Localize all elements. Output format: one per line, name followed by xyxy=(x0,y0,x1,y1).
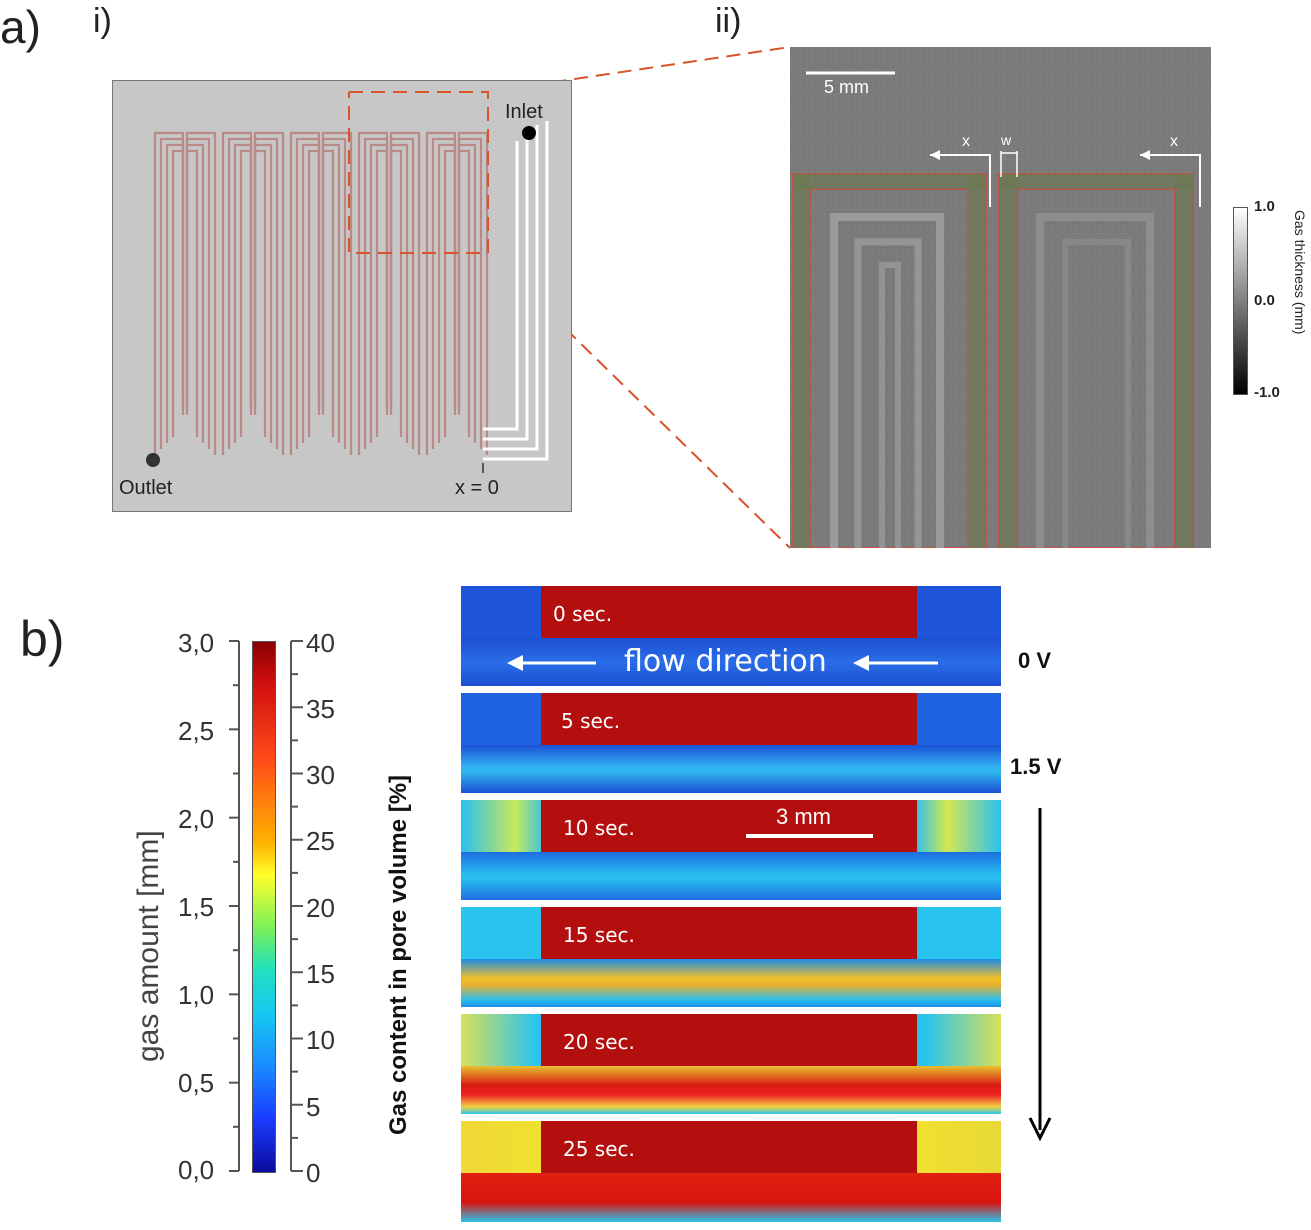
panel-a-ii-label: ii) xyxy=(715,2,742,40)
frame-25s-label: 25 sec. xyxy=(563,1137,635,1161)
right-tick-40: 40 xyxy=(306,628,335,658)
cb-tick-0: 0.0 xyxy=(1254,292,1275,309)
inlet-label: Inlet xyxy=(505,101,543,123)
right-tick-25: 25 xyxy=(306,826,335,856)
voltage-0v-label: 0 V xyxy=(1018,648,1052,673)
gas-thickness-colorbar xyxy=(1233,207,1248,395)
x-arrow-label-left: x xyxy=(962,133,970,150)
outlet-label: Outlet xyxy=(119,477,173,499)
right-tick-20: 20 xyxy=(306,893,335,923)
flow-direction-label: flow direction xyxy=(624,644,827,679)
scale-bar-3mm xyxy=(746,834,873,838)
right-tick-0: 0 xyxy=(306,1158,321,1188)
x-arrow-label-right: x xyxy=(1170,133,1178,150)
frame-5s-label: 5 sec. xyxy=(561,709,621,733)
flow-arrows xyxy=(507,655,938,671)
gas-amount-axis-label: gas amount [mm] xyxy=(132,830,165,1062)
left-tick-1-0: 1,0 xyxy=(178,980,215,1010)
frame-25s: 25 sec. xyxy=(461,1121,1001,1222)
time-arrow xyxy=(1028,808,1052,1142)
left-tick-3-0: 3,0 xyxy=(178,628,215,658)
gas-amount-colorbar xyxy=(252,641,276,1173)
cb-tick-m1: -1.0 xyxy=(1254,384,1280,401)
x0-label: x = 0 xyxy=(455,477,499,499)
frame-10s: 10 sec. xyxy=(461,800,1001,900)
panel-a-i-label: i) xyxy=(93,2,112,40)
scale-3mm-label: 3 mm xyxy=(776,804,831,829)
cb-tick-1: 1.0 xyxy=(1254,198,1275,215)
frame-15s: 15 sec. xyxy=(461,907,1001,1007)
right-tick-15: 15 xyxy=(306,959,335,989)
right-tick-35: 35 xyxy=(306,694,335,724)
left-tick-2-5: 2,5 xyxy=(178,716,215,746)
left-tick-1-5: 1,5 xyxy=(178,892,215,922)
frame-0s: 0 sec. xyxy=(461,586,1001,686)
flow-field-schematic: Inlet Outlet x = 0 xyxy=(112,80,572,512)
left-tick-0-5: 0,5 xyxy=(178,1068,215,1098)
serpentine-channels xyxy=(146,91,549,473)
frame-10s-label: 10 sec. xyxy=(563,816,635,840)
w-label: w xyxy=(1001,132,1012,148)
frame-15s-label: 15 sec. xyxy=(563,923,635,947)
gas-thickness-axis-label: Gas thickness (mm) xyxy=(1292,210,1308,335)
panel-b-letter: b) xyxy=(20,611,65,667)
colorbar-axes xyxy=(229,640,303,1172)
zoomed-channels xyxy=(790,47,1211,549)
left-tick-2-0: 2,0 xyxy=(178,804,215,834)
right-tick-5: 5 xyxy=(306,1092,321,1122)
gas-content-axis-label: Gas content in pore volume [%] xyxy=(385,774,412,1135)
right-tick-10: 10 xyxy=(306,1025,335,1055)
frame-20s-label: 20 sec. xyxy=(563,1030,635,1054)
right-tick-30: 30 xyxy=(306,760,335,790)
time-lapse-frames: 0 sec. flow direction 5 sec. 10 sec. 3 m… xyxy=(461,586,1001,1222)
left-tick-0-0: 0,0 xyxy=(178,1155,215,1185)
scale-5mm-label: 5 mm xyxy=(824,77,869,97)
voltage-1-5v-label: 1.5 V xyxy=(1010,754,1062,779)
panel-a-letter: a) xyxy=(0,1,41,53)
frame-5s: 5 sec. xyxy=(461,693,1001,793)
frame-20s: 20 sec. xyxy=(461,1014,1001,1114)
gas-thickness-image: 5 mm x x w xyxy=(790,47,1211,549)
frame-0s-label: 0 sec. xyxy=(553,602,613,626)
